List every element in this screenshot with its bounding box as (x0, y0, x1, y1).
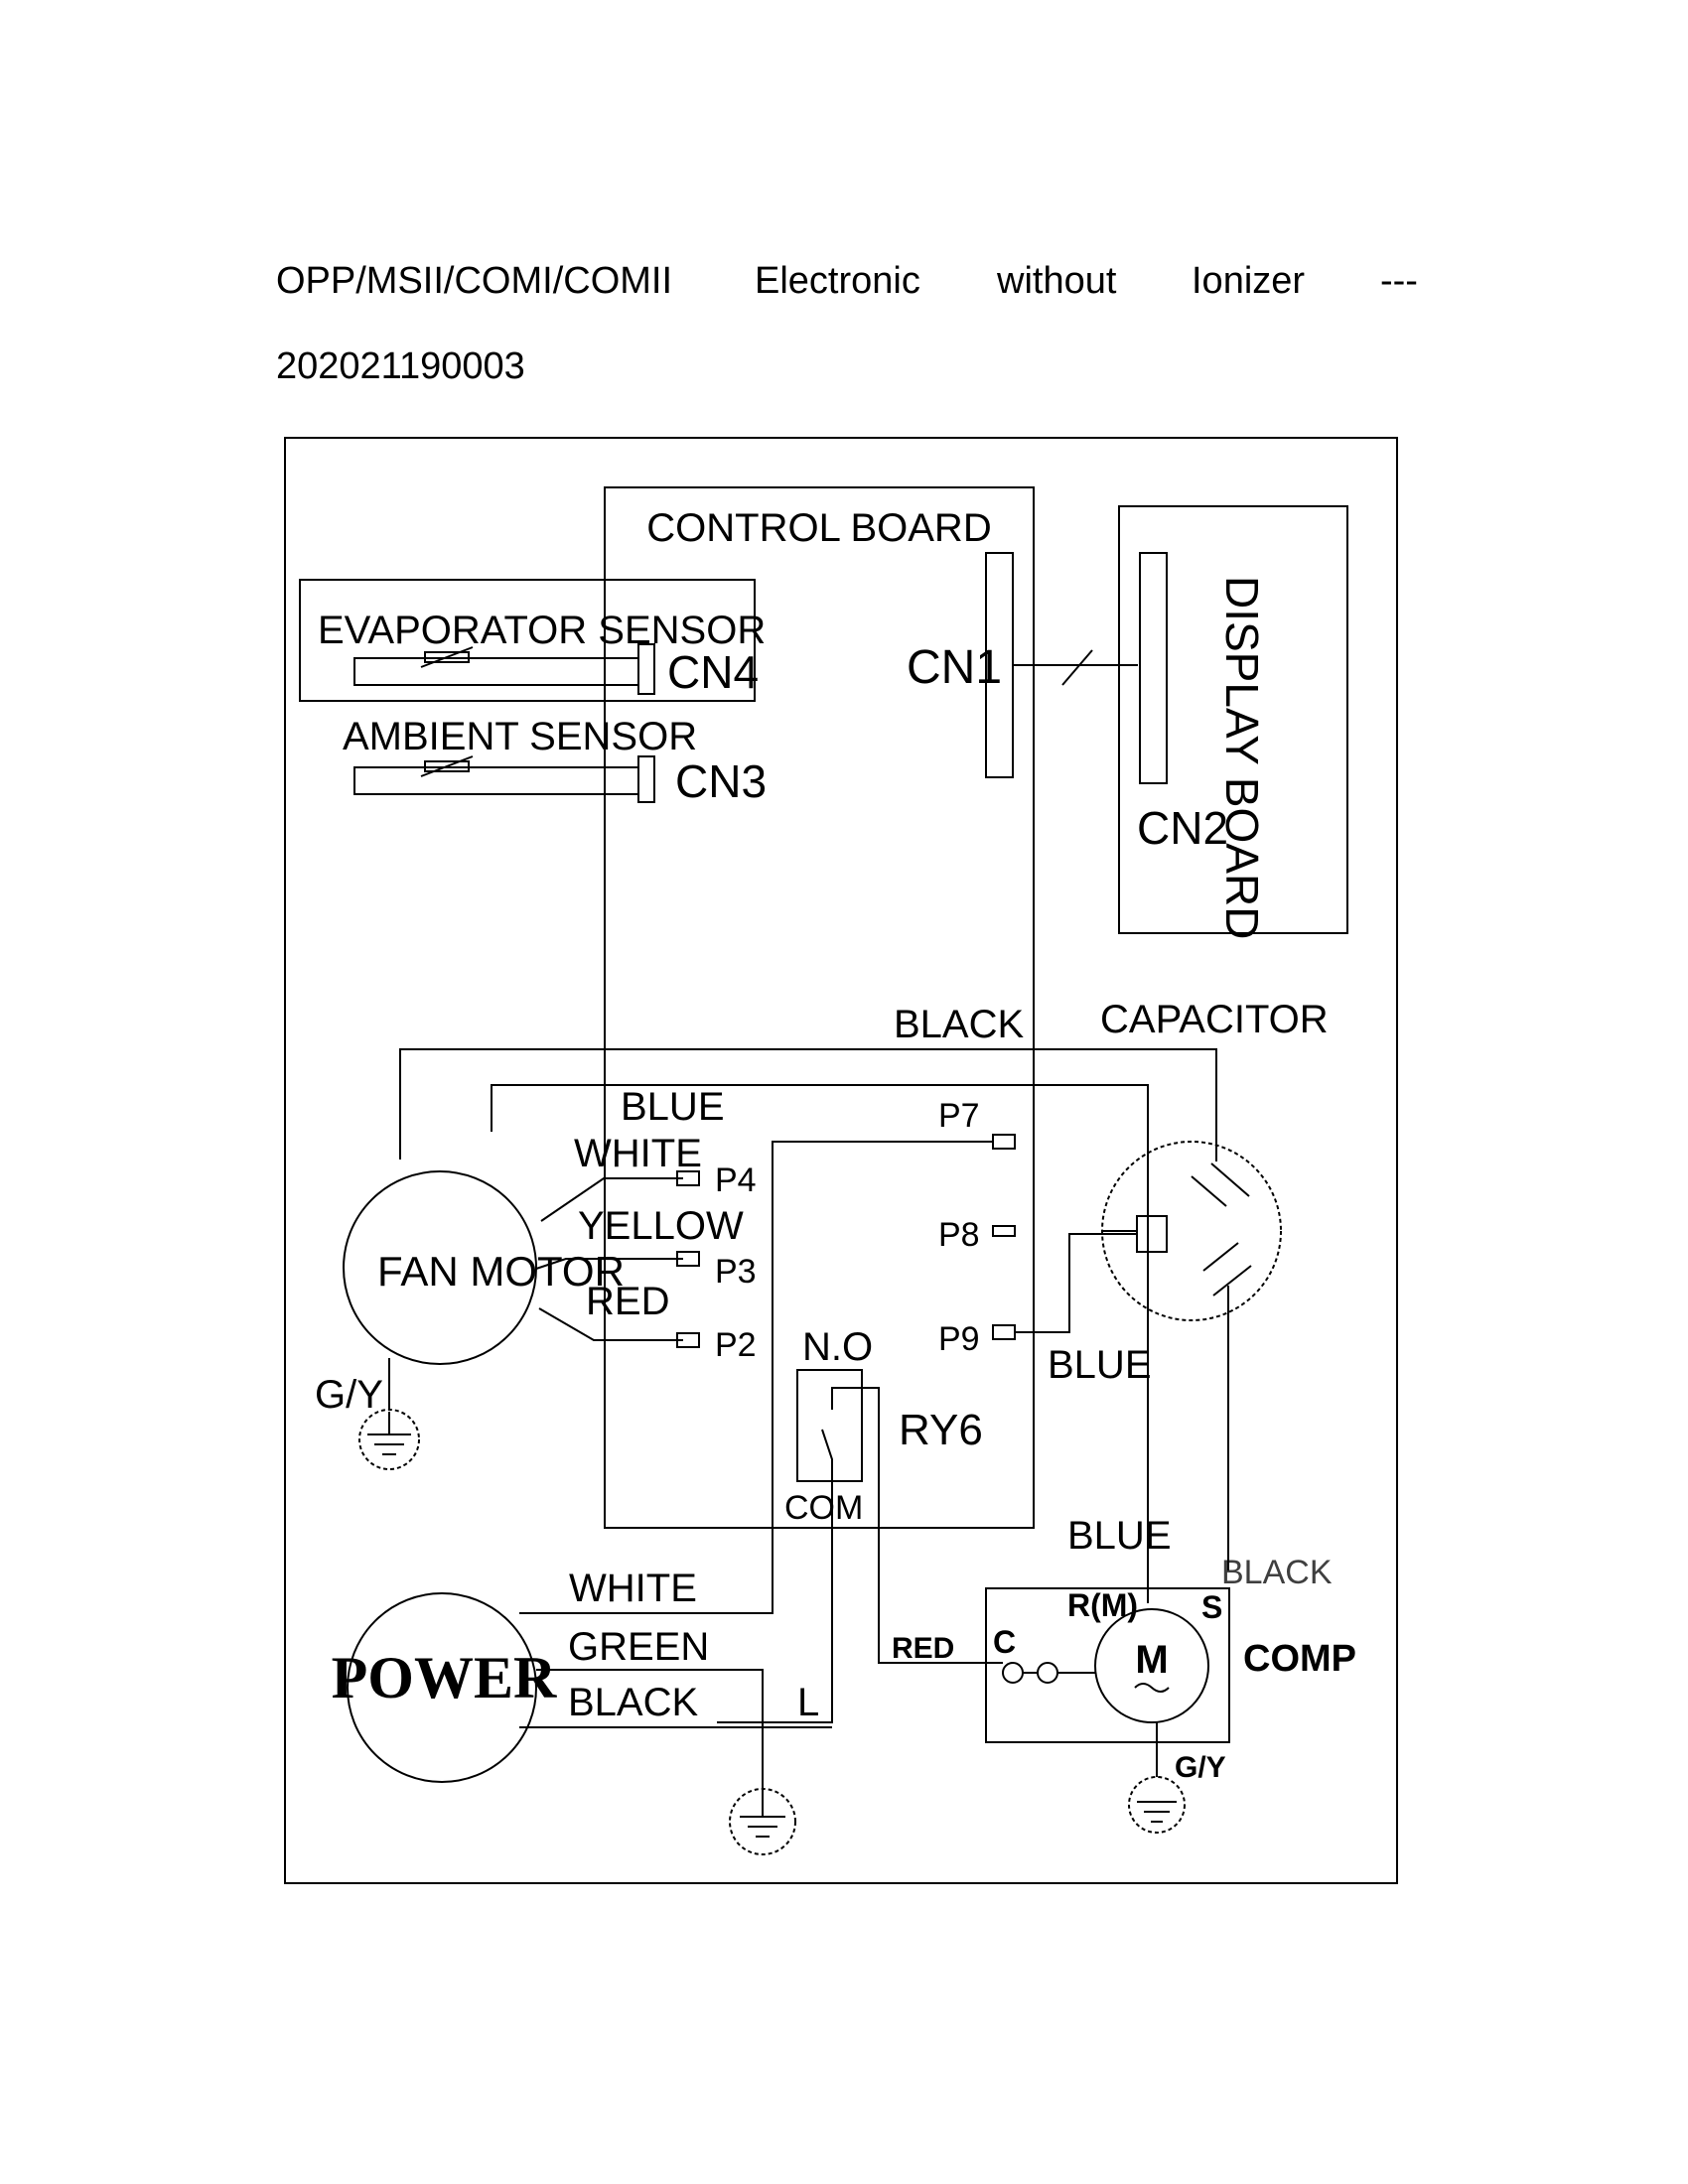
comp-terminal-r: R(M) (1067, 1587, 1138, 1623)
blue-top-label: BLUE (621, 1085, 725, 1129)
white-power-label: WHITE (569, 1567, 697, 1610)
control-board-label: CONTROL BOARD (646, 506, 991, 550)
relay-no-label: N.O (802, 1325, 873, 1369)
control-board-box (604, 486, 1035, 1529)
title-part-without: without (997, 260, 1117, 302)
black-top-wire (399, 1048, 1217, 1161)
evaporator-sensor-wire (353, 657, 638, 686)
cn1-label: CN1 (907, 641, 1002, 694)
comp-terminal-c: C (993, 1624, 1016, 1660)
compressor-box (985, 1587, 1230, 1743)
red-fan-label: RED (586, 1280, 669, 1323)
compressor-motor-circle (1094, 1608, 1209, 1723)
compressor-motor-wave (1134, 1683, 1170, 1693)
ambient-thermistor (424, 760, 470, 772)
pin-p4-label: P4 (715, 1161, 757, 1199)
pin-p3 (676, 1251, 700, 1267)
capacitor-plate-1 (1210, 1162, 1250, 1197)
blue-top-wire (491, 1084, 1149, 1603)
pin-p8 (992, 1225, 1016, 1237)
capacitor-plate-3 (1202, 1242, 1239, 1272)
black-comp-label: BLACK (1221, 1554, 1333, 1591)
comp-ground-symbol (1128, 1776, 1186, 1834)
ambient-thermistor-slash (420, 755, 474, 777)
relay-com-wire (717, 1534, 833, 1723)
pin-p9-label: P9 (938, 1320, 980, 1358)
display-board-box (1118, 505, 1348, 934)
p7-white-wire (772, 1141, 993, 1524)
pin-p3-label: P3 (715, 1253, 757, 1291)
green-power-wire (536, 1669, 764, 1792)
diagram-frame (284, 437, 1398, 1884)
evaporator-sensor-box (299, 579, 756, 702)
relay-no-wire (831, 1387, 882, 1664)
title-part-model: OPP/MSII/COMI/COMII (276, 260, 673, 302)
red-fan-wire (538, 1307, 683, 1341)
white-fan-label: WHITE (574, 1132, 702, 1175)
evaporator-thermistor (424, 651, 470, 663)
comp-terminal-s: S (1201, 1589, 1222, 1625)
comp-label: COMP (1243, 1638, 1356, 1680)
pin-p2 (676, 1332, 700, 1348)
pin-p4 (676, 1170, 700, 1186)
relay-com-label: COM (784, 1489, 863, 1527)
relay-ry6-box (796, 1369, 863, 1482)
display-board-label: DISPLAY BOARD (1216, 576, 1268, 939)
cn3-connector (637, 755, 655, 803)
cn4-connector (637, 643, 655, 695)
pin-p9 (992, 1324, 1016, 1340)
black-top-label: BLACK (894, 1003, 1024, 1046)
pin-p8-label: P8 (938, 1216, 980, 1254)
blue-cap-label: BLUE (1048, 1343, 1152, 1387)
yellow-fan-label: YELLOW (578, 1204, 744, 1248)
fan-motor-label: FAN MOTOR (377, 1248, 625, 1295)
white-power-wire (519, 1524, 774, 1614)
power-label: POWER (332, 1645, 557, 1710)
cn3-label: CN3 (675, 755, 767, 807)
pin-p7-label: P7 (938, 1097, 980, 1135)
compressor-motor-symbol: M (1135, 1638, 1168, 1682)
yellow-fan-wire (535, 1258, 683, 1270)
overload-protector-2 (1037, 1662, 1058, 1684)
red-comp-label: RED (892, 1632, 954, 1665)
fan-ground-symbol (358, 1409, 420, 1470)
capacitor-plate-2 (1191, 1175, 1227, 1207)
relay-switch-arm (821, 1429, 833, 1534)
pin-p2-label: P2 (715, 1326, 757, 1364)
cn2-label: CN2 (1137, 802, 1228, 854)
relay-label: RY6 (899, 1406, 983, 1454)
title-part-dashes: --- (1380, 260, 1418, 302)
power-ground-symbol (729, 1788, 796, 1855)
cable-slash (1061, 649, 1093, 686)
cn2-connector (1139, 552, 1168, 784)
cn4-label: CN4 (667, 646, 759, 698)
power-circle (347, 1592, 537, 1783)
document-code: 202021190003 (276, 345, 525, 387)
comp-ground-label: G/Y (1175, 1751, 1226, 1784)
black-power-label: BLACK (568, 1681, 698, 1724)
blue-comp-label: BLUE (1067, 1514, 1172, 1558)
l-label: L (797, 1681, 819, 1724)
overload-protector-1 (1002, 1662, 1024, 1684)
fan-ground-label: G/Y (315, 1373, 383, 1417)
green-power-label: GREEN (568, 1625, 709, 1669)
pin-p7 (992, 1134, 1016, 1150)
evaporator-thermistor-slash (420, 646, 474, 668)
white-fan-wire (540, 1177, 683, 1222)
title-part-ionizer: Ionizer (1192, 260, 1306, 302)
title-part-electronic: Electronic (755, 260, 920, 302)
capacitor-terminal (1136, 1215, 1168, 1253)
ambient-sensor-label: AMBIENT SENSOR (343, 715, 697, 758)
blue-cap-wire (1015, 1233, 1137, 1333)
capacitor-plate-4 (1212, 1265, 1252, 1297)
evaporator-sensor-label: EVAPORATOR SENSOR (318, 609, 766, 652)
ambient-sensor-wire (353, 766, 638, 795)
capacitor-label: CAPACITOR (1100, 998, 1329, 1041)
